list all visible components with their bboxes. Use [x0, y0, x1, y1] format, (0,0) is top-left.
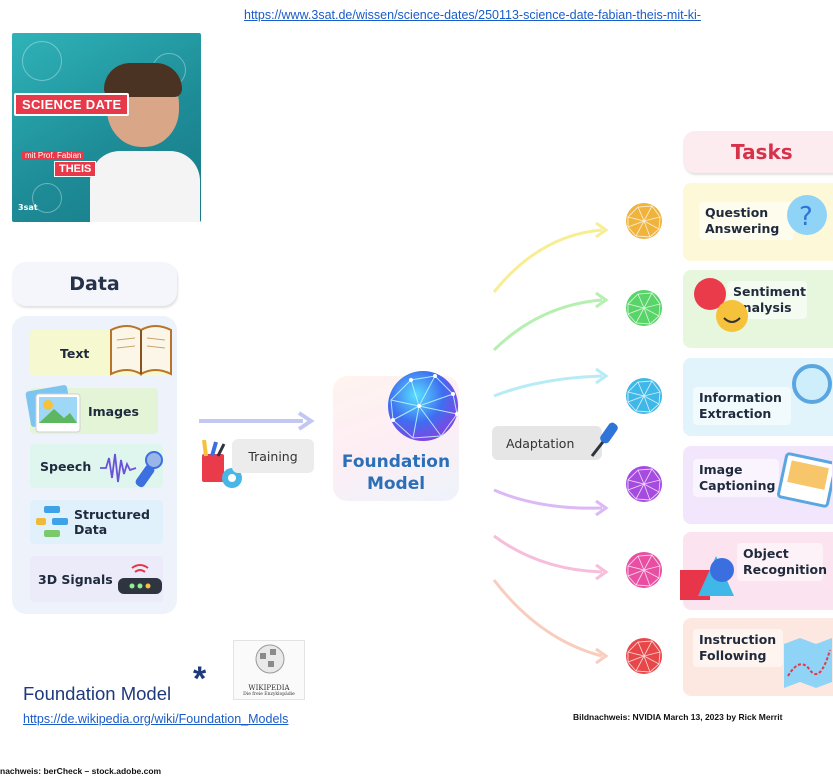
task-label: Question Answering	[705, 205, 780, 236]
task-label: Information Extraction	[699, 390, 782, 421]
task-sphere-icon	[626, 378, 662, 414]
footnote-asterisk: *	[193, 660, 207, 698]
data-item-label: Structured Data	[74, 507, 150, 537]
data-item-label: Text	[60, 345, 90, 361]
data-item-label: Speech	[40, 458, 92, 474]
podcast-thumbnail: SCIENCE DATE mit Prof. Fabian THEIS 3sat	[12, 33, 201, 222]
data-item-label: Images	[88, 403, 139, 419]
task-sphere-icon	[626, 638, 662, 674]
wiki-title: Foundation Model	[23, 683, 172, 704]
task-label: Sentiment Analysis	[733, 284, 807, 315]
emoji-faces-icon	[694, 278, 748, 332]
task-sphere-icon	[626, 290, 662, 326]
adaptation-label: Adaptation	[492, 426, 602, 460]
screwdriver-icon	[590, 422, 618, 457]
wikipedia-link[interactable]: https://de.wikipedia.org/wiki/Foundation…	[23, 712, 289, 726]
training-label: Training	[232, 439, 314, 473]
task-label-highlight	[737, 543, 823, 581]
bubble-doodle-icon	[32, 183, 62, 213]
tasks-title: Tasks	[683, 131, 833, 173]
host-name: THEIS	[54, 161, 97, 177]
task-label-highlight	[693, 629, 783, 667]
data-item-label: 3D Signals	[38, 571, 113, 587]
image-caption-icon	[777, 452, 832, 508]
map-route-icon	[784, 638, 832, 688]
microphone-soundwave-icon	[100, 451, 163, 488]
image-credit-nvidia: Bildnachweis: NVIDIA March 13, 2023 by R…	[573, 712, 783, 722]
open-book-icon	[110, 325, 172, 376]
task-label: Object Recognition	[743, 546, 827, 577]
tools-cup-icon	[202, 439, 242, 488]
task-label-highlight	[693, 459, 779, 497]
task-sphere-icon	[626, 552, 662, 588]
data-title: Data	[12, 262, 177, 306]
wikipedia-logo	[233, 640, 305, 700]
task-label-highlight	[693, 387, 791, 425]
task-sphere-icon	[626, 466, 662, 502]
3d-shapes-icon	[680, 556, 734, 600]
task-label: Image Captioning	[699, 462, 776, 493]
task-label: Instruction Following	[699, 632, 777, 663]
svg-text:?: ?	[799, 202, 813, 232]
person-hair	[104, 63, 182, 97]
source-link-3sat[interactable]: https://www.3sat.de/wissen/science-dates…	[244, 8, 701, 22]
image-credit-adobe: nachweis: berCheck – stock.adobe.com	[0, 766, 162, 776]
router-sensor-icon	[118, 564, 162, 594]
wikipedia-globe-icon	[255, 644, 285, 674]
science-date-badge: SCIENCE DATE	[14, 93, 130, 116]
foundation-model-label: Foundation Model	[341, 452, 451, 494]
task-label-highlight	[699, 202, 794, 240]
structured-data-icon	[36, 506, 68, 537]
question-bubble-icon: ?	[787, 195, 827, 235]
foundation-model-globe-icon	[388, 371, 459, 441]
channel-logo: 3sat	[18, 203, 38, 212]
wikipedia-wordmark: WIKIPEDIA Die freie Enzyklopädie	[243, 684, 295, 697]
training-arrow	[199, 411, 315, 431]
task-arrows	[492, 221, 609, 665]
host-prefix: mit Prof. Fabian	[22, 151, 85, 160]
magnifier-icon	[792, 364, 832, 404]
photos-icon	[25, 385, 81, 433]
person-shirt	[90, 151, 200, 222]
atom-doodle-icon	[22, 41, 62, 81]
task-sphere-icon	[626, 203, 662, 239]
